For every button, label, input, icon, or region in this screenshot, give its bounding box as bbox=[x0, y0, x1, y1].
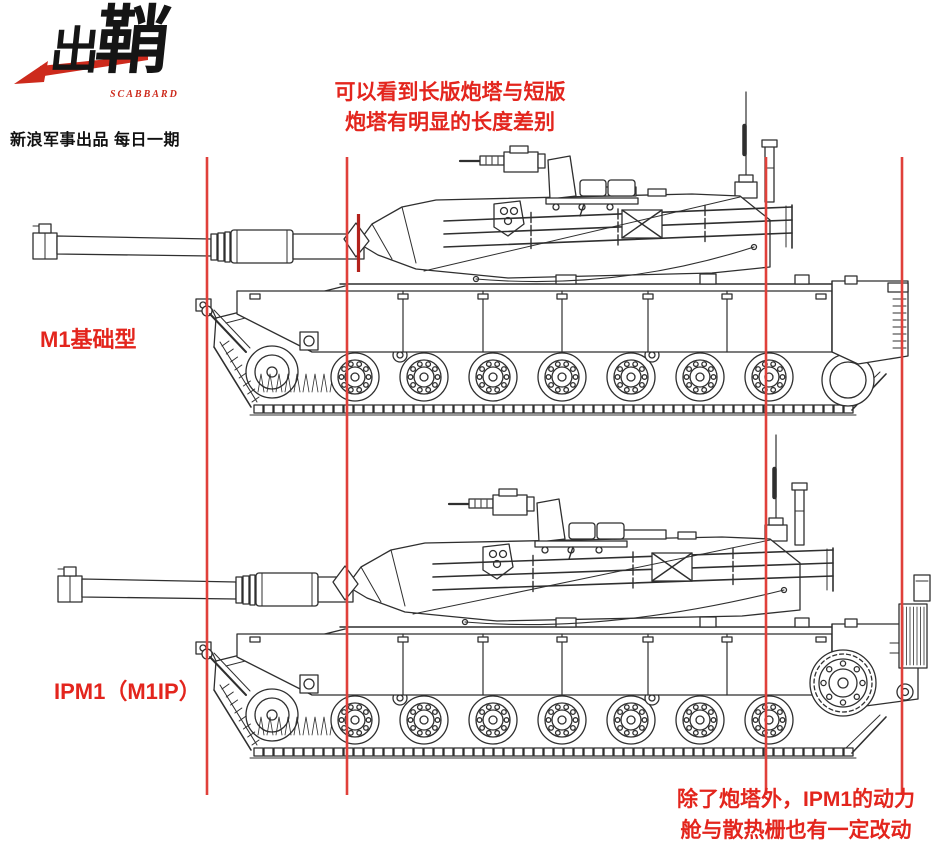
logo-brand-second-char: 鞘 bbox=[91, 0, 175, 82]
logo-subtitle: SCABBARD bbox=[110, 89, 179, 100]
logo-tagline: 新浪军事出品 每日一期 bbox=[10, 132, 180, 149]
top-annotation-line2: 炮塔有明显的长度差别 bbox=[345, 111, 555, 134]
top-annotation-line1: 可以看到长版炮塔与短版 bbox=[334, 81, 566, 104]
tank-drawing-ipm1 bbox=[57, 434, 931, 759]
bottom-annotation-line2: 舱与散热栅也有一定改动 bbox=[680, 819, 912, 842]
tank-drawing-m1 bbox=[32, 91, 909, 416]
label-ipm1: IPM1（M1IP） bbox=[54, 679, 201, 704]
bottom-annotation-line1: 除了炮塔外，IPM1的动力 bbox=[676, 788, 915, 811]
top-annotation: 可以看到长版炮塔与短版 炮塔有明显的长度差别 bbox=[322, 78, 578, 138]
alignment-guides bbox=[205, 157, 904, 795]
logo-swoosh-icon bbox=[14, 55, 148, 84]
bottom-annotation: 除了炮塔外，IPM1的动力 舱与散热栅也有一定改动 bbox=[648, 784, 944, 846]
label-m1-base: M1基础型 bbox=[40, 327, 137, 352]
